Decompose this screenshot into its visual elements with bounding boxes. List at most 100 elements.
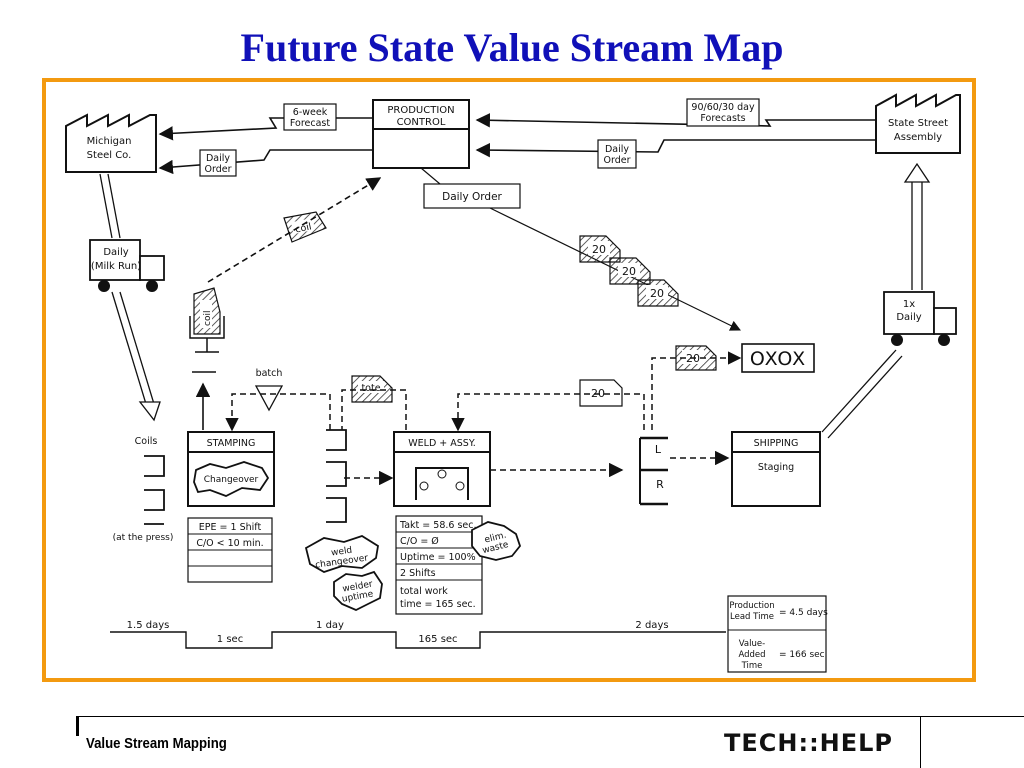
shipment-shipping-to-truck xyxy=(821,349,903,439)
svg-text:2 Shifts: 2 Shifts xyxy=(400,568,436,579)
kaizen-weld-changeover: weld changeover xyxy=(304,535,379,573)
production-control-line1: PRODUCTION xyxy=(387,105,454,116)
supermarket-to-leveling-loop xyxy=(651,351,742,430)
lead-time-2: 1 day xyxy=(316,620,344,631)
footer-rule xyxy=(76,716,1024,717)
coil-signal-to-production-control xyxy=(207,177,382,283)
timeline-summary-box: Production Lead Time = 4.5 days Value- A… xyxy=(727,595,828,673)
forecast-to-supplier-label: 6-week Forecast xyxy=(283,103,337,131)
svg-text:OXOX: OXOX xyxy=(750,348,806,370)
svg-text:20: 20 xyxy=(650,287,664,300)
svg-text:coil: coil xyxy=(294,221,312,235)
value-stream-map: Michigan Steel Co. State Street Assembly… xyxy=(65,93,961,673)
svg-text:Staging: Staging xyxy=(758,462,794,473)
batch-withdrawal-loop xyxy=(225,393,331,432)
mid-supermarket xyxy=(326,429,347,523)
svg-text:Production: Production xyxy=(729,601,774,611)
customer-truck-icon: 1x Daily xyxy=(883,291,957,346)
daily-order-to-supplier-label: Daily Order xyxy=(199,149,237,177)
svg-text:Lead Time: Lead Time xyxy=(730,612,774,622)
tote-kanban: tote xyxy=(351,375,393,403)
svg-text:Forecasts: Forecasts xyxy=(700,113,745,124)
svg-text:Takt = 58.6 sec.: Takt = 58.6 sec. xyxy=(399,520,477,531)
svg-text:STAMPING: STAMPING xyxy=(207,438,256,449)
production-lead-time-value: = 4.5 days xyxy=(779,608,828,618)
svg-text:Daily: Daily xyxy=(896,312,921,323)
svg-text:L: L xyxy=(655,443,662,456)
svg-text:Forecast: Forecast xyxy=(290,118,330,129)
daily-order-box: Daily Order xyxy=(423,183,521,209)
svg-text:Added: Added xyxy=(738,650,765,660)
svg-text:batch: batch xyxy=(256,368,283,379)
shipment-truck-to-coils xyxy=(111,291,161,422)
svg-text:Order: Order xyxy=(205,164,232,175)
info-flow-daily-order-to-supplier xyxy=(158,149,373,175)
lead-time-3: 2 days xyxy=(635,620,668,631)
kaizen-welder-uptime: welder uptime xyxy=(333,570,383,611)
svg-text:SHIPPING: SHIPPING xyxy=(754,438,799,449)
customer-factory-icon: State Street Assembly xyxy=(875,93,961,154)
svg-text:1x: 1x xyxy=(903,299,915,310)
svg-text:weld: weld xyxy=(331,546,353,559)
svg-text:Daily: Daily xyxy=(605,144,629,155)
production-kanban-1: 20 xyxy=(579,235,621,263)
svg-text:Uptime = 100%: Uptime = 100% xyxy=(400,552,476,563)
value-added-time-value: = 166 sec. xyxy=(779,650,827,660)
production-kanban-3: 20 xyxy=(637,279,679,307)
svg-text:C/O < 10 min.: C/O < 10 min. xyxy=(196,538,263,549)
process-time-1: 1 sec xyxy=(217,634,243,645)
weld-data-box: Takt = 58.6 sec. C/O = Ø Uptime = 100% 2… xyxy=(395,515,483,615)
customer-name-line1: State Street xyxy=(888,118,948,129)
timeline xyxy=(110,631,726,649)
kanban-post-coil: coil xyxy=(189,287,225,353)
svg-text:tote: tote xyxy=(361,383,380,394)
svg-text:total work: total work xyxy=(400,586,448,597)
production-control-box: PRODUCTION CONTROL xyxy=(372,99,470,169)
shipment-supplier-to-truck xyxy=(99,173,121,239)
svg-text:20: 20 xyxy=(592,243,606,256)
batch-kanban-triangle: batch xyxy=(254,368,284,412)
load-leveling-box: OXOX xyxy=(741,343,815,373)
svg-text:time = 165 sec.: time = 165 sec. xyxy=(400,599,476,610)
svg-text:Daily: Daily xyxy=(206,153,230,164)
production-control-to-daily-order xyxy=(420,167,441,185)
info-flow-daily-order-from-customer xyxy=(475,139,876,158)
lead-time-1: 1.5 days xyxy=(127,620,170,631)
stamping-process-box: STAMPING Changeover xyxy=(187,431,275,507)
svg-text:20: 20 xyxy=(622,265,636,278)
supplier-truck-icon: Daily (Milk Run) xyxy=(89,239,165,292)
svg-text:Coils: Coils xyxy=(135,436,158,447)
svg-text:90/60/30 day: 90/60/30 day xyxy=(691,102,755,113)
signal-kanban-coil: coil xyxy=(283,211,327,243)
info-flow-forecast-to-supplier xyxy=(158,117,373,141)
svg-text:(at the press): (at the press) xyxy=(113,533,174,543)
supplier-factory-icon: Michigan Steel Co. xyxy=(65,113,157,173)
finished-goods-supermarket: L R xyxy=(639,436,668,506)
daily-order-from-customer-label: Daily Order xyxy=(597,139,637,169)
techhelp-logo: TECH::HELP xyxy=(724,729,894,757)
production-kanban-2: 20 xyxy=(609,257,651,285)
withdrawal-kanban-20: 20 xyxy=(579,379,623,407)
forecast-from-customer-label: 90/60/30 day Forecasts xyxy=(686,98,760,127)
shipping-process-box: SHIPPING Staging xyxy=(731,431,821,507)
svg-text:C/O = Ø: C/O = Ø xyxy=(400,536,439,547)
svg-text:Daily: Daily xyxy=(103,247,128,258)
kaizen-elim-waste: elim. waste xyxy=(471,521,522,561)
info-flow-forecast-from-customer xyxy=(475,113,876,128)
footer-divider xyxy=(920,716,921,768)
footer-tick xyxy=(76,716,79,736)
coils-supermarket: Coils (at the press) xyxy=(113,436,174,543)
footer-text: Value Stream Mapping xyxy=(86,735,227,752)
process-time-2: 165 sec xyxy=(418,634,457,645)
weld-assembly-process-box: WELD + ASSY. xyxy=(393,431,491,507)
supplier-name-line2: Steel Co. xyxy=(87,150,132,161)
slide-title: Future State Value Stream Map xyxy=(240,25,784,70)
withdrawal-loop-to-weld xyxy=(451,393,645,432)
production-control-line2: CONTROL xyxy=(397,117,446,128)
svg-text:Daily Order: Daily Order xyxy=(442,191,502,203)
svg-text:coil: coil xyxy=(203,311,213,326)
svg-text:WELD + ASSY.: WELD + ASSY. xyxy=(408,438,475,449)
svg-text:Time: Time xyxy=(741,661,763,671)
svg-text:6-week: 6-week xyxy=(293,107,328,118)
stamping-data-box: EPE = 1 Shift C/O < 10 min. xyxy=(187,517,273,583)
